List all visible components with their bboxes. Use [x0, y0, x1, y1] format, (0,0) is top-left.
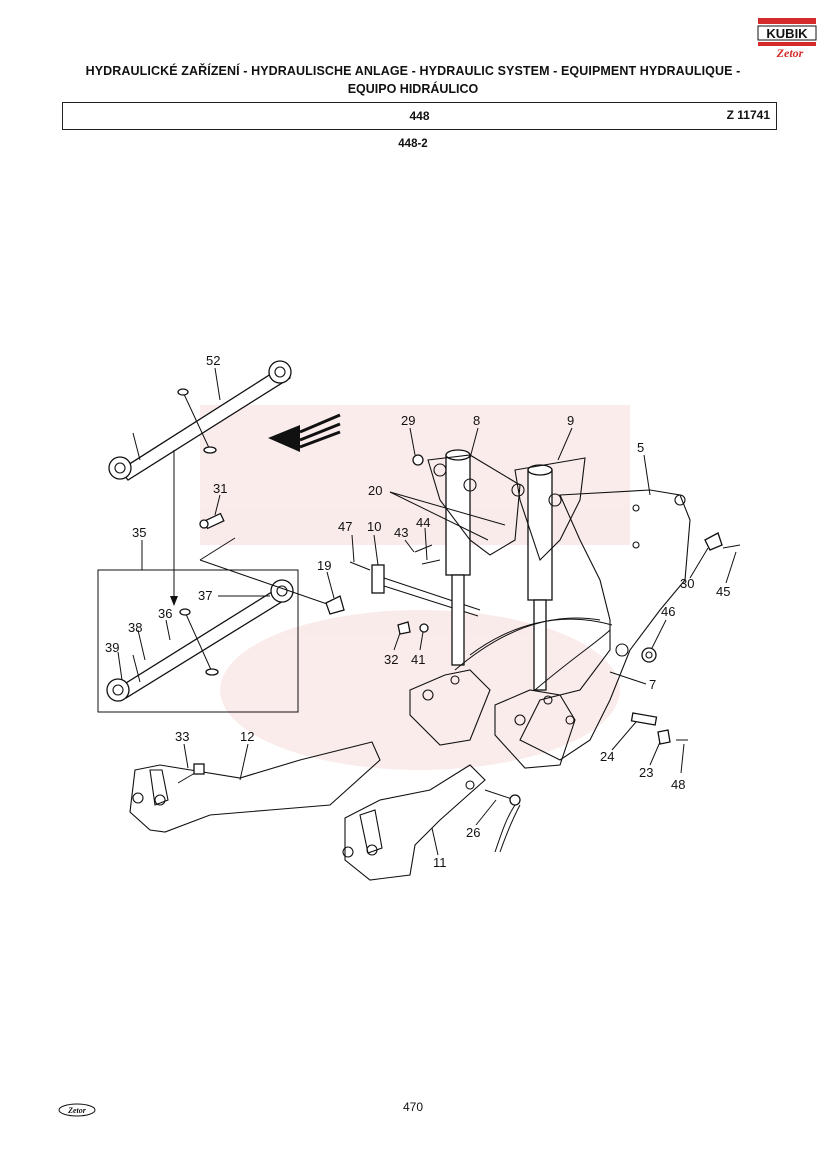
zetor-footer-logo: Zetor	[58, 1103, 96, 1117]
label-10: 10	[367, 519, 381, 534]
pin-26	[484, 789, 521, 853]
label-5: 5	[637, 440, 644, 455]
label-41: 41	[411, 652, 425, 667]
nut-46	[641, 647, 657, 663]
label-36: 36	[158, 606, 172, 621]
label-37: 37	[198, 588, 212, 603]
page-title-line1: HYDRAULICKÉ ZAŘÍZENÍ - HYDRAULISCHE ANLA…	[85, 64, 741, 78]
label-23: 23	[639, 765, 653, 780]
detail-box-35	[97, 569, 299, 713]
group-reference-box: 448 Z 11741	[62, 102, 777, 130]
pin-31	[199, 512, 225, 530]
bolt-45	[722, 544, 741, 549]
reference-code: Z 11741	[726, 108, 770, 122]
group-number: 448	[409, 109, 430, 123]
direction-arrow	[268, 413, 341, 452]
label-32: 32	[384, 652, 398, 667]
label-43: 43	[394, 525, 408, 540]
logo-brand-text: KUBIK	[766, 26, 808, 41]
kubik-zetor-logo: KUBIK Zetor	[757, 18, 817, 60]
clamp-30	[704, 532, 723, 551]
label-8: 8	[473, 413, 480, 428]
label-11: 11	[433, 855, 447, 870]
arm-7b	[494, 689, 576, 769]
label-46: 46	[661, 604, 675, 619]
washer-32	[397, 621, 411, 635]
top-link-lower	[106, 579, 294, 702]
label-29: 29	[401, 413, 415, 428]
top-link-upper	[108, 360, 292, 481]
label-7: 7	[649, 677, 656, 692]
footer-brand: Zetor	[67, 1106, 87, 1115]
label-24: 24	[600, 749, 614, 764]
label-38: 38	[128, 620, 142, 635]
pin-24	[630, 712, 658, 726]
bracket-9	[514, 457, 586, 562]
bolt-44	[421, 559, 441, 565]
frame-5	[519, 489, 691, 761]
bolt-43	[414, 544, 433, 553]
cylinder-8	[445, 449, 471, 666]
label-26: 26	[466, 825, 480, 840]
label-20: 20	[368, 483, 382, 498]
clip-19	[325, 595, 345, 615]
label-39: 39	[105, 640, 119, 655]
arm-7a	[409, 669, 491, 746]
page-title-line2: EQUIPO HIDRÁULICO	[347, 82, 479, 96]
label-47: 47	[338, 519, 352, 534]
label-48: 48	[671, 777, 685, 792]
leader-lines	[117, 367, 737, 856]
label-35: 35	[132, 525, 146, 540]
sub-group-number: 448-2	[398, 138, 428, 150]
label-33: 33	[175, 729, 189, 744]
logo-sub-text: Zetor	[776, 46, 804, 60]
clip-23	[657, 729, 671, 745]
part-labels: 52 29 8 9 5 31 20 35 47 10 43 44 19 30 4…	[105, 353, 730, 870]
label-44: 44	[416, 515, 430, 530]
nut-41	[419, 623, 429, 633]
label-30: 30	[680, 576, 694, 591]
label-45: 45	[716, 584, 730, 599]
nut-29	[412, 454, 424, 466]
lower-link-11	[342, 764, 486, 881]
watermark	[200, 405, 630, 770]
label-9: 9	[567, 413, 574, 428]
label-31: 31	[213, 481, 227, 496]
label-12: 12	[240, 729, 254, 744]
label-52: 52	[206, 353, 220, 368]
bracket-8	[427, 454, 521, 556]
label-19: 19	[317, 558, 331, 573]
page-number: 470	[402, 1100, 424, 1114]
